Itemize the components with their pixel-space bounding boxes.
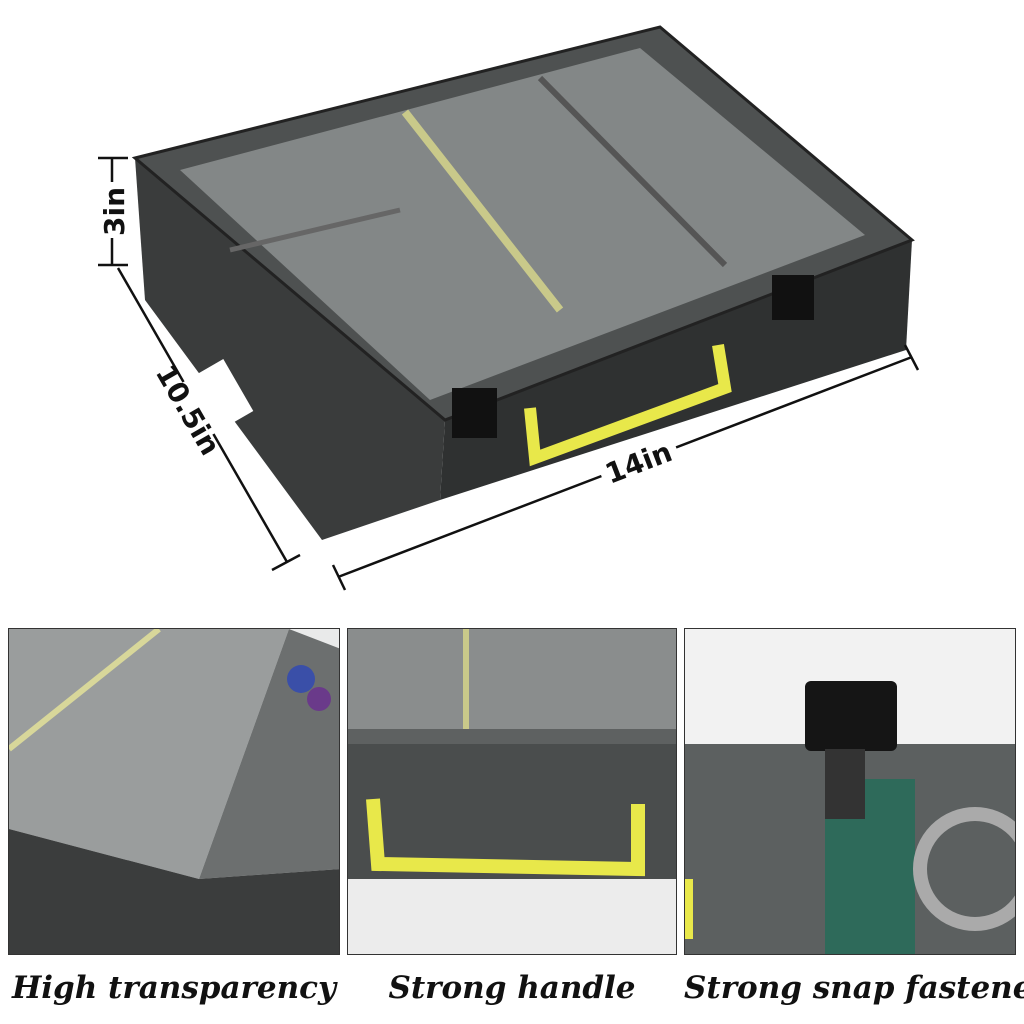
height-label: 3in xyxy=(98,187,131,236)
transparency-photo xyxy=(9,629,339,954)
handle xyxy=(524,344,732,467)
snap-fastener-left xyxy=(452,388,497,438)
snap-fastener-photo xyxy=(685,629,1015,954)
box-left-face xyxy=(135,158,445,540)
caption-transparency: High transparency xyxy=(11,970,337,1006)
divider xyxy=(229,207,401,253)
caption-handle: Strong handle xyxy=(388,970,636,1006)
panel-transparency xyxy=(8,628,340,955)
panel-snap-fastener xyxy=(684,628,1016,955)
divider xyxy=(401,109,564,313)
divider xyxy=(537,75,728,268)
storage-box xyxy=(131,25,915,540)
handle-photo xyxy=(348,629,676,954)
card-compartments xyxy=(180,48,865,400)
snap-fastener-right xyxy=(772,275,814,320)
caption-snap-fastener: Strong snap fastener xyxy=(684,970,1024,1006)
product-hero-image: 3in 10.5in 14in xyxy=(96,25,920,591)
panel-handle xyxy=(347,628,677,955)
